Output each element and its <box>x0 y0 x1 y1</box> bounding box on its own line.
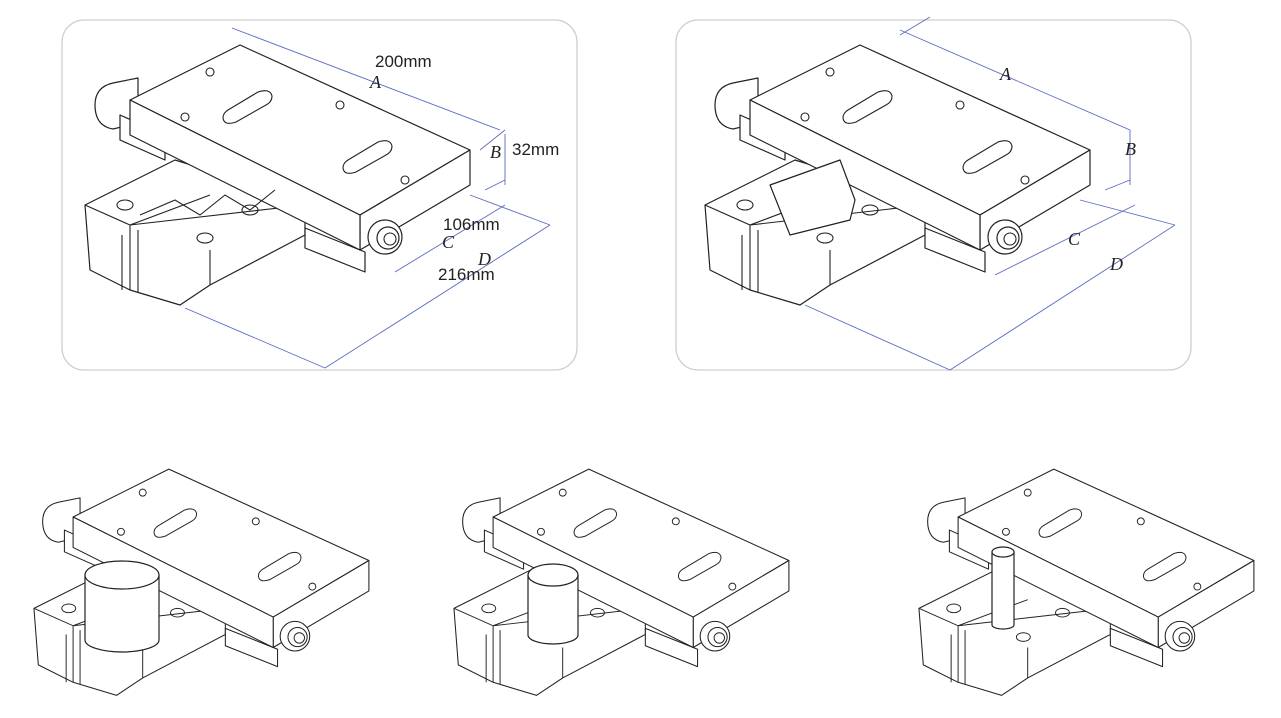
dim-c-letter: C <box>442 232 455 252</box>
dimension-lines-2 <box>804 16 1176 371</box>
dim-b-letter: B <box>490 142 501 162</box>
large-pole-icon <box>84 574 160 653</box>
variant-small-round-pole <box>918 468 1255 696</box>
v-jaw-teeth <box>139 189 276 216</box>
pipe-saddle <box>769 159 856 236</box>
dimension-lines-1 <box>184 27 551 369</box>
dim-d-value: 216mm <box>438 265 495 284</box>
dim-a-value: 200mm <box>375 52 432 71</box>
clamp-drawing-1 <box>84 44 471 306</box>
dim-a-letter: A <box>369 72 382 92</box>
medium-pole-icon <box>527 574 579 645</box>
panel-dimensioned <box>61 19 578 371</box>
clamp-drawing-2 <box>704 44 1091 306</box>
dim-b-letter-2: B <box>1125 139 1136 159</box>
dim-c-value: 106mm <box>443 215 500 234</box>
dim-c-letter-2: C <box>1068 229 1081 249</box>
variant-medium-round-pole <box>453 468 790 696</box>
variant-large-round-pole <box>33 468 370 696</box>
dim-a-letter-2: A <box>999 64 1012 84</box>
small-pole-icon <box>991 551 1015 630</box>
dim-d-letter-2: D <box>1109 254 1123 274</box>
dim-b-value: 32mm <box>512 140 559 159</box>
panel-letters <box>675 19 1192 371</box>
dim-d-letter: D <box>477 249 491 269</box>
